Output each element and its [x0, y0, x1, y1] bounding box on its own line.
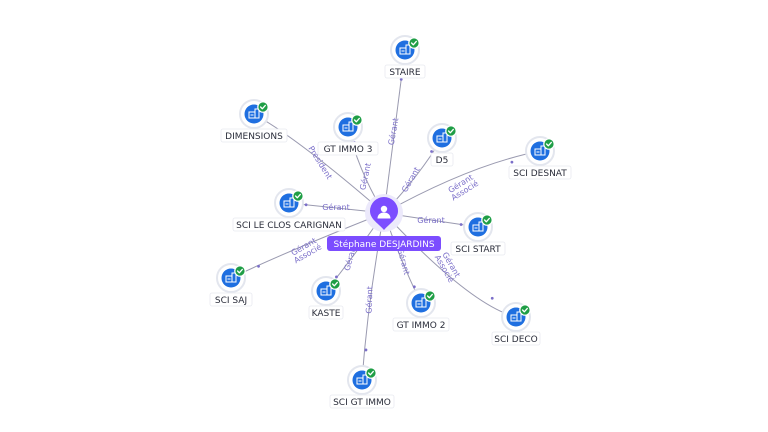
- edge-arrow: [459, 223, 463, 226]
- person-icon: [377, 205, 391, 219]
- company-building-icon: [534, 145, 546, 156]
- company-name: SCI START: [455, 245, 501, 255]
- node-label-bg: [430, 152, 454, 167]
- edge-arrow: [430, 150, 433, 153]
- company-node-sci-saj[interactable]: SCI SAJ: [209, 263, 253, 307]
- node-label-bg: [491, 331, 541, 346]
- edge-role-label: Gérant: [357, 162, 373, 191]
- company-building-icon: [283, 197, 295, 208]
- company-name: KASTE: [312, 309, 341, 319]
- edge-role-label: Gérant: [396, 247, 413, 276]
- company-node-sci-deco[interactable]: SCI DECO: [491, 302, 541, 346]
- node-label-bg: [384, 64, 426, 79]
- company-building-icon: [320, 285, 332, 296]
- company-node-sci-start[interactable]: SCI START: [450, 212, 506, 256]
- company-building-icon: [472, 221, 484, 232]
- node-label-bg: [450, 241, 506, 256]
- center-label-bg: [327, 236, 441, 251]
- company-node-staire[interactable]: STAIRE: [384, 35, 426, 79]
- edge-role-label: Gérant: [364, 286, 375, 314]
- edge-arrow: [399, 77, 403, 81]
- company-name: GT IMMO 3: [324, 145, 373, 155]
- company-node-sci-gt-immo[interactable]: SCI GT IMMO: [329, 365, 395, 409]
- node-label-bg: [308, 305, 344, 320]
- edge-role-label: GérantAssocié: [288, 234, 323, 265]
- edge-line: [361, 212, 385, 381]
- company-node-d5[interactable]: D5: [427, 123, 457, 167]
- company-node-sci-desnat[interactable]: SCI DESNAT: [508, 136, 572, 180]
- verified-check-icon: [257, 101, 269, 113]
- company-name: SCI LE CLOS CARIGNAN: [236, 221, 342, 231]
- edge-arrow: [335, 275, 338, 279]
- company-node-dimensions[interactable]: DIMENSIONS: [220, 99, 288, 143]
- company-node-gt-immo-2[interactable]: GT IMMO 2: [392, 288, 450, 332]
- company-name: SCI SAJ: [215, 296, 247, 306]
- company-node-sci-le-clos-carignan[interactable]: SCI LE CLOS CARIGNAN: [232, 188, 346, 232]
- edge-role-label: Gérant: [322, 202, 350, 212]
- verified-check-icon: [234, 265, 246, 277]
- company-name: STAIRE: [389, 68, 421, 78]
- edge-role-label: Gérant: [386, 117, 401, 146]
- verified-check-icon: [445, 125, 457, 137]
- company-building-icon: [356, 374, 368, 385]
- edge-sci-gt-immo: Gérant: [361, 212, 385, 381]
- node-label-bg: [392, 317, 450, 332]
- company-building-icon: [248, 108, 260, 119]
- edge-line: [383, 150, 541, 214]
- edge-arrow: [510, 160, 514, 164]
- edge-arrow: [490, 296, 494, 300]
- company-node-gt-immo-3[interactable]: GT IMMO 3: [317, 112, 379, 156]
- node-label-bg: [329, 394, 395, 409]
- node-label-bg: [317, 141, 379, 156]
- company-name: D5: [436, 156, 449, 166]
- verified-check-icon: [292, 190, 304, 202]
- edge-role-label: GérantAssocié: [445, 171, 480, 202]
- company-name: DIMENSIONS: [225, 132, 283, 142]
- edge-role-label: Gérant: [399, 165, 421, 194]
- company-node-kaste[interactable]: KASTE: [308, 276, 344, 320]
- verified-check-icon: [481, 214, 493, 226]
- verified-check-icon: [365, 367, 377, 379]
- verified-check-icon: [329, 278, 341, 290]
- company-building-icon: [415, 297, 427, 308]
- company-building-icon: [399, 44, 411, 55]
- node-label-bg: [508, 165, 572, 180]
- verified-check-icon: [543, 138, 555, 150]
- verified-check-icon: [351, 114, 363, 126]
- company-name: SCI GT IMMO: [333, 398, 391, 408]
- center-person-node[interactable]: Stéphane DESJARDINS: [327, 194, 441, 251]
- company-building-icon: [225, 272, 237, 283]
- node-label-bg: [220, 128, 288, 143]
- verified-check-icon: [424, 290, 436, 302]
- verified-check-icon: [519, 304, 531, 316]
- company-building-icon: [342, 121, 354, 132]
- company-name: GT IMMO 2: [397, 321, 446, 331]
- node-label-bg: [209, 292, 253, 307]
- edge-arrow: [304, 203, 308, 207]
- edge-arrow: [257, 264, 260, 268]
- company-name: SCI DECO: [494, 335, 538, 345]
- company-name: SCI DESNAT: [513, 169, 567, 179]
- edge-arrow: [364, 348, 368, 352]
- company-building-icon: [436, 132, 448, 143]
- node-label-bg: [232, 217, 346, 232]
- edge-arrow: [412, 285, 416, 289]
- verified-check-icon: [408, 37, 420, 49]
- person-name: Stéphane DESJARDINS: [333, 239, 434, 250]
- company-building-icon: [510, 311, 522, 322]
- edge-role-label: Gérant: [417, 215, 445, 225]
